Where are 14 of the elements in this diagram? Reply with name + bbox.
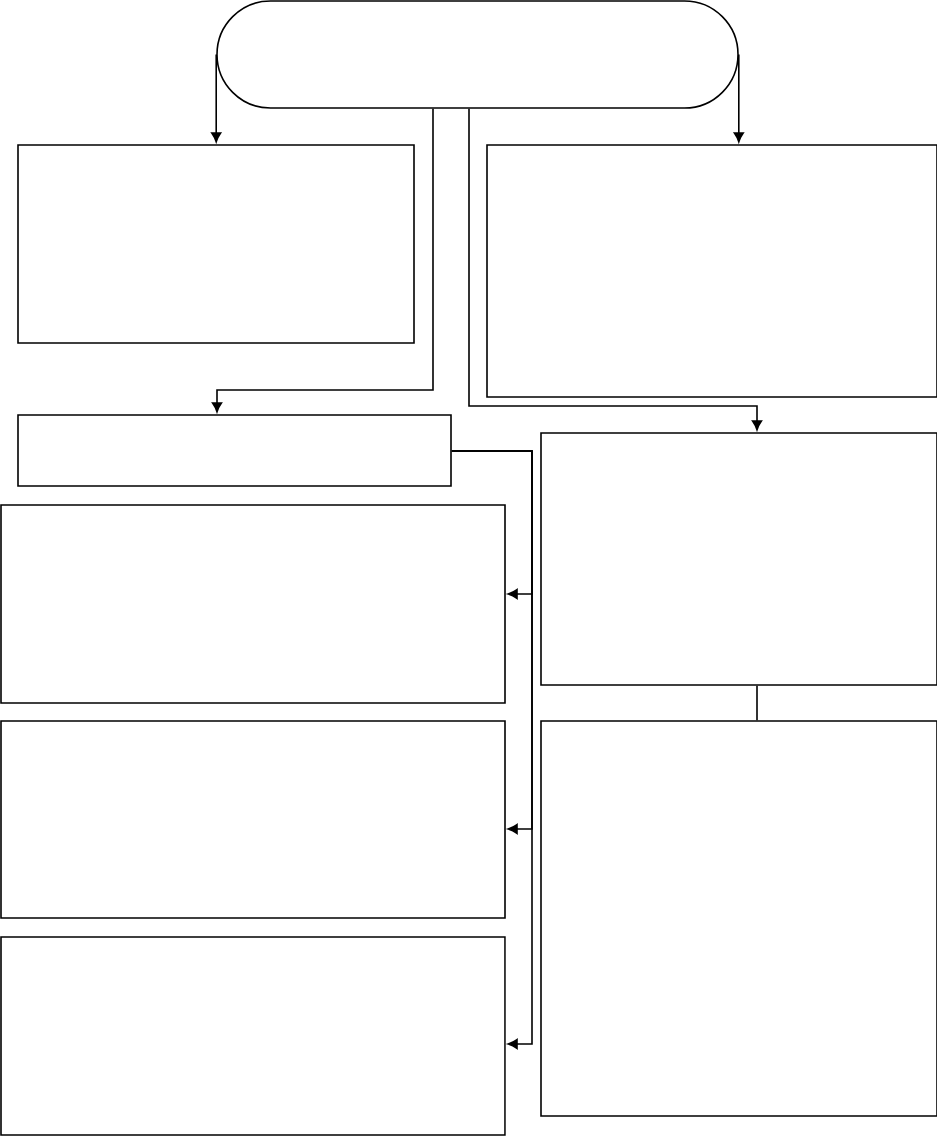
process-box <box>486 144 937 398</box>
process-box <box>0 504 506 704</box>
arrow <box>733 53 744 143</box>
process-box <box>17 414 452 487</box>
arrow <box>211 108 434 413</box>
process-box <box>540 720 937 1117</box>
arrow <box>211 53 222 143</box>
process-box <box>17 144 415 344</box>
arrow <box>468 108 763 431</box>
process-box <box>0 936 506 1136</box>
process-box <box>0 720 506 919</box>
process-box <box>540 432 937 686</box>
connector-line <box>756 685 758 721</box>
arrow <box>451 450 533 600</box>
